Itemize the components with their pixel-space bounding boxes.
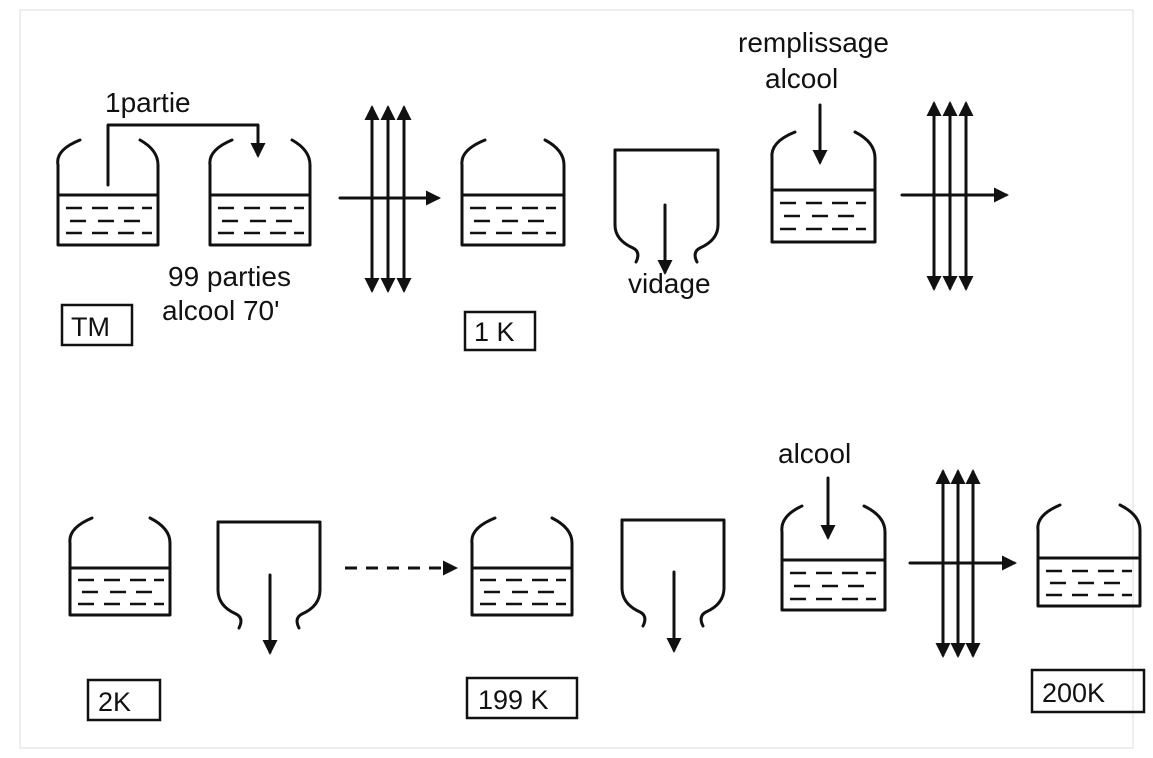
stage-box-199k	[465, 676, 579, 720]
inverted-beaker-emptying-2	[216, 520, 322, 655]
liquid-dashes	[790, 571, 876, 601]
beaker-mixing	[208, 138, 312, 247]
diagram-frame	[19, 9, 1134, 749]
stage-label-tm: TM	[71, 312, 110, 342]
liquid-dashes	[78, 578, 164, 606]
inverted-beaker-emptying-1	[613, 148, 720, 275]
beaker-1k	[460, 138, 566, 247]
beaker-tm	[56, 138, 160, 247]
beaker-199k	[470, 516, 574, 617]
succussion-arrows-1	[338, 105, 441, 293]
beaker-200k	[1036, 503, 1142, 608]
inverted-beaker-emptying-3	[620, 518, 726, 653]
liquid-dashes	[780, 201, 866, 231]
liquid-dashes	[470, 206, 556, 235]
label-refill-alcohol: alcool	[765, 63, 838, 94]
stage-box-tm	[60, 303, 134, 347]
beaker-2k	[68, 516, 172, 617]
label-one-part: 1partie	[105, 87, 191, 118]
succussion-arrows-2	[900, 101, 1009, 291]
liquid-dashes	[218, 206, 304, 235]
beaker-alcohol-refill	[780, 504, 887, 612]
stage-label-1k: 1 K	[474, 317, 515, 347]
label-alcohol: alcool	[778, 438, 851, 469]
stage-box-2k	[86, 678, 162, 722]
stage-label-200k: 200K	[1042, 678, 1105, 708]
stage-label-2k: 2K	[98, 687, 131, 717]
label-99-parts: 99 parties	[168, 261, 291, 292]
stage-box-1k	[463, 310, 537, 352]
liquid-dashes	[66, 206, 152, 235]
beaker-refill	[770, 130, 877, 244]
liquid-dashes	[1046, 569, 1132, 597]
stage-box-200k	[1030, 668, 1146, 714]
stage-label-199k: 199 K	[478, 685, 549, 715]
label-alcohol-70: alcool 70'	[162, 295, 279, 326]
label-emptying: vidage	[628, 268, 711, 299]
label-refill: remplissage	[738, 27, 889, 58]
succussion-arrows-3	[908, 469, 1017, 658]
liquid-dashes	[480, 578, 566, 606]
transfer-arrow-one-part	[106, 123, 266, 187]
